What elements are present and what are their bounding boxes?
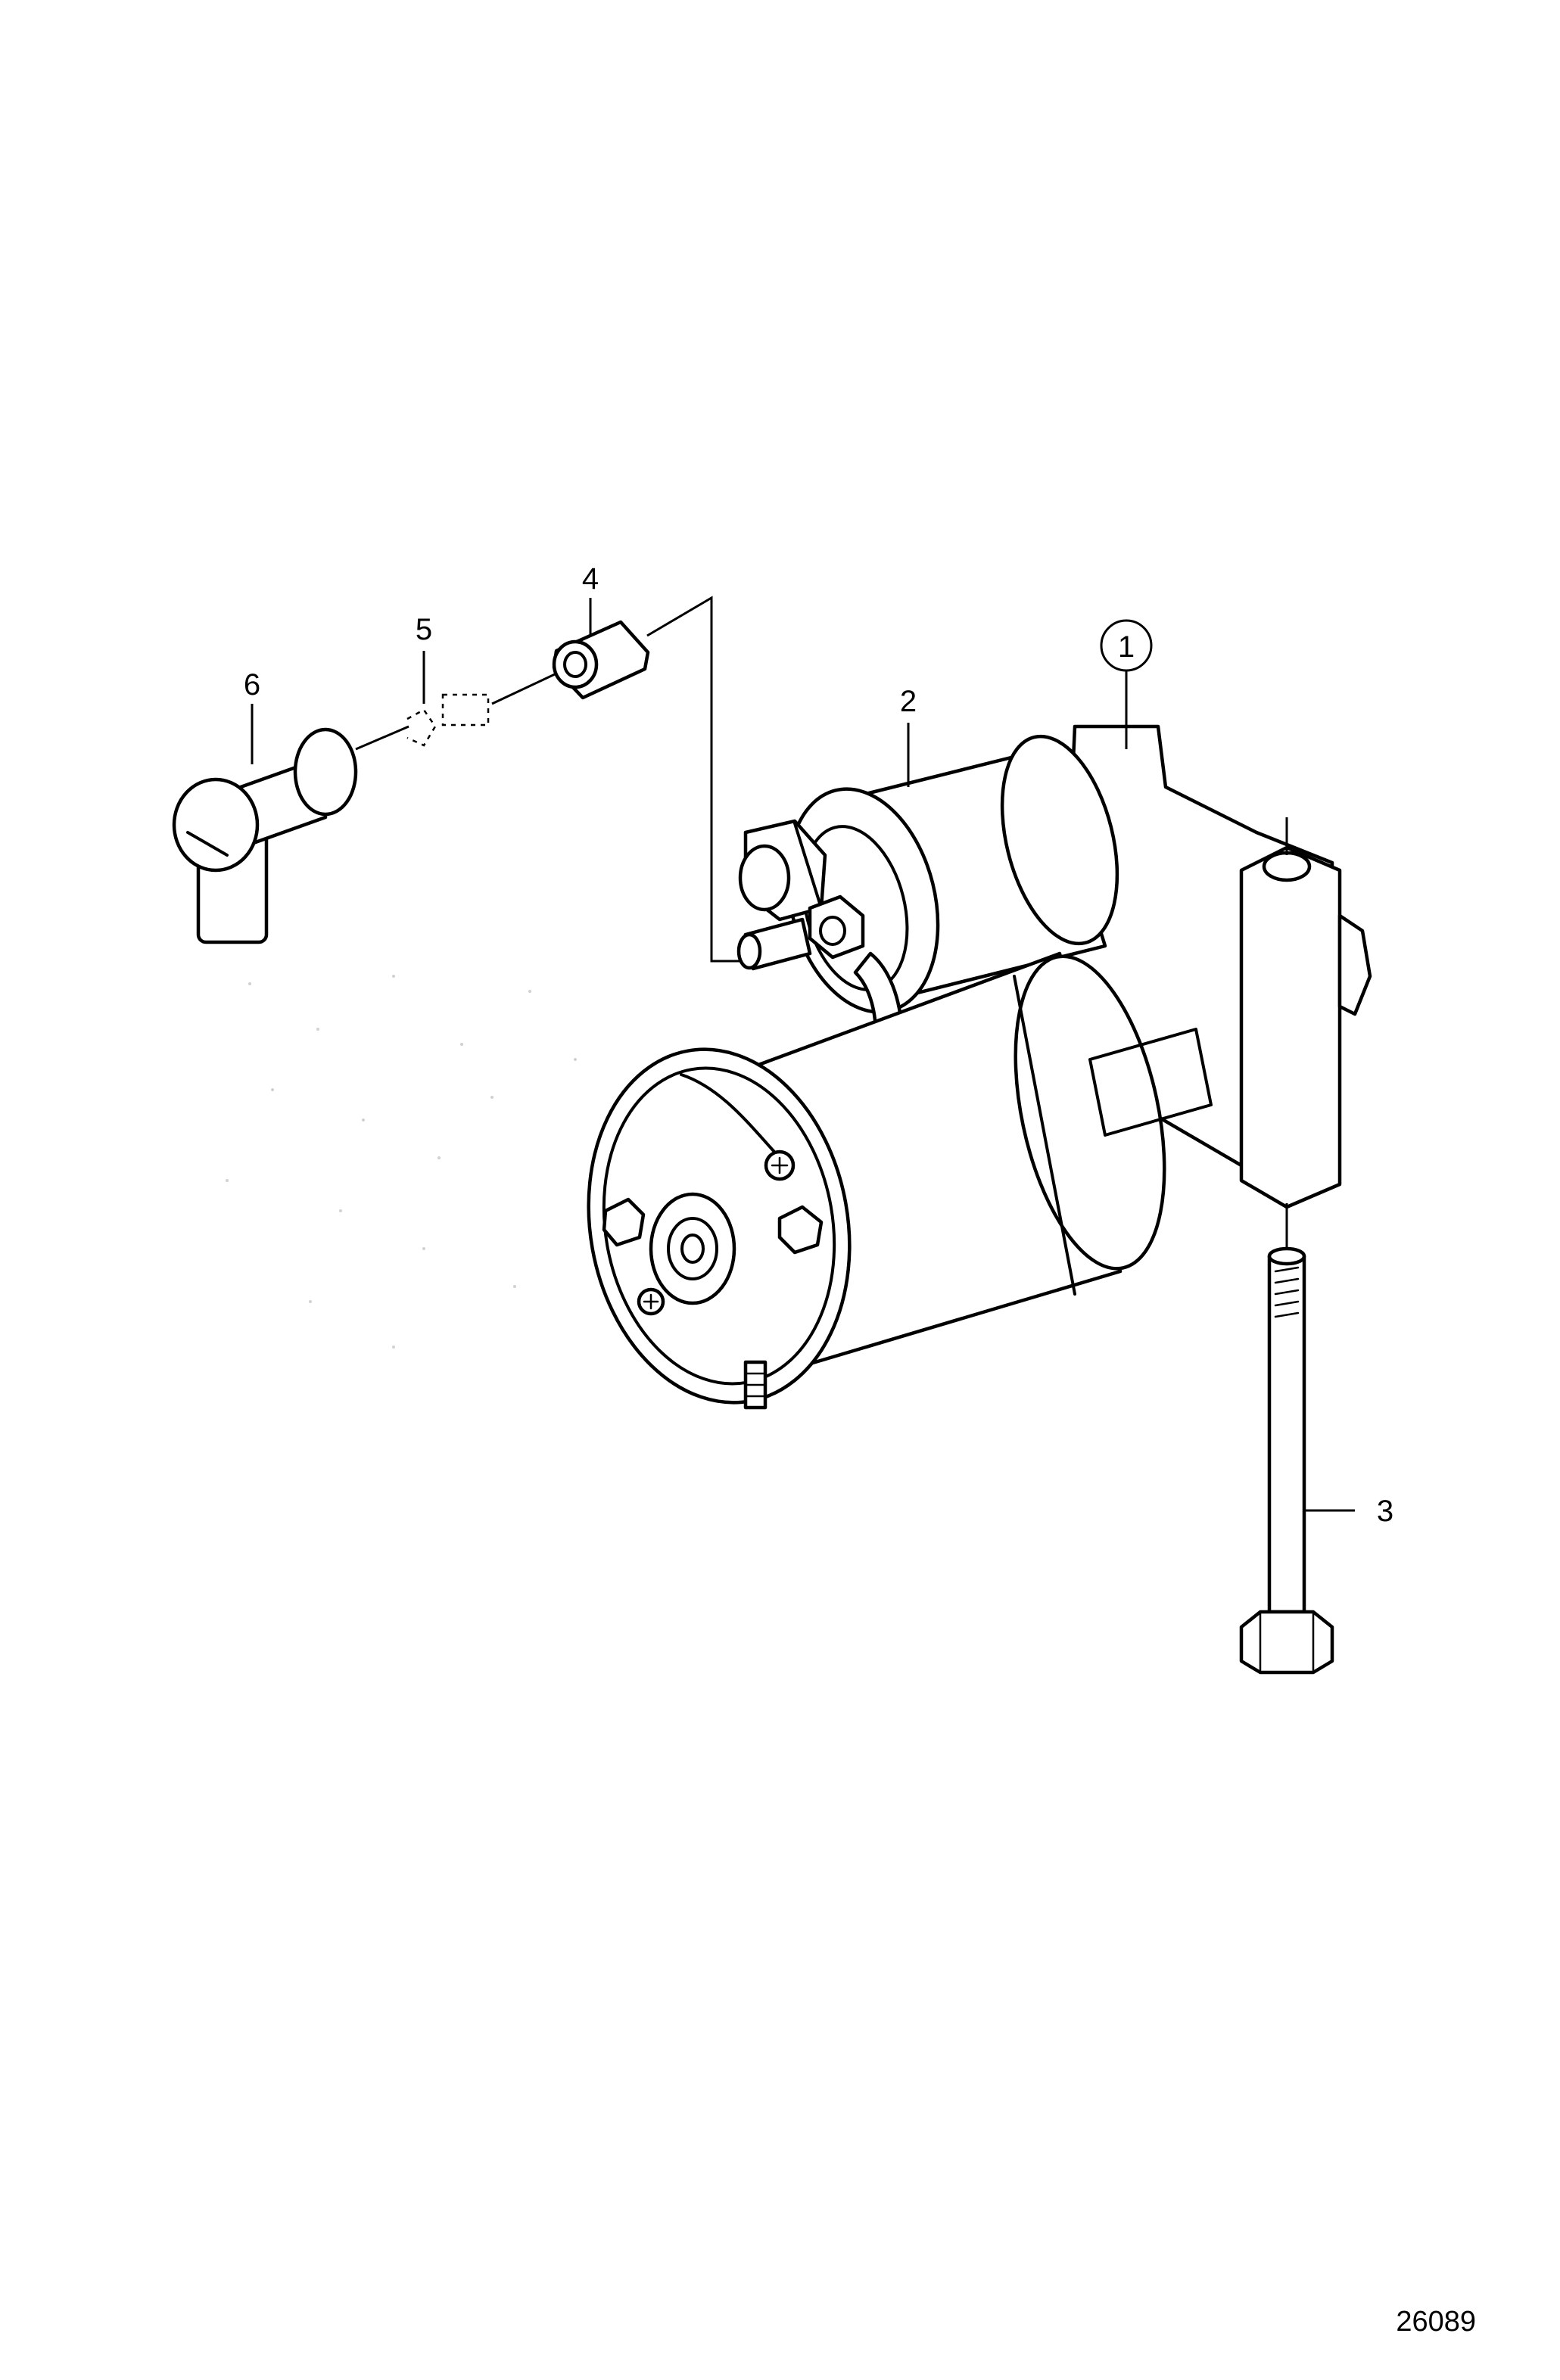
part-3-bolt <box>1239 817 1334 1675</box>
figure-number: 26089 <box>1396 2306 1476 2338</box>
callout-labels: 1 2 3 4 5 6 <box>244 562 1393 1528</box>
part-4-nut <box>552 620 650 700</box>
part-1-starter-motor <box>587 724 1372 1410</box>
callout-1-ring <box>1100 619 1153 672</box>
part-5-terminal <box>406 693 490 747</box>
scan-speckles <box>226 975 577 1349</box>
assembly-leaders <box>355 596 764 963</box>
callout-5: 5 <box>416 613 432 646</box>
part-6-boot <box>172 727 358 944</box>
callout-leaders <box>251 598 1355 1512</box>
callout-2: 2 <box>900 685 917 718</box>
callout-1: 1 <box>1118 630 1135 664</box>
callout-6: 6 <box>244 668 260 702</box>
bolt-thread <box>1274 1266 1300 1318</box>
callout-3: 3 <box>1377 1495 1393 1528</box>
callout-4: 4 <box>582 562 599 596</box>
